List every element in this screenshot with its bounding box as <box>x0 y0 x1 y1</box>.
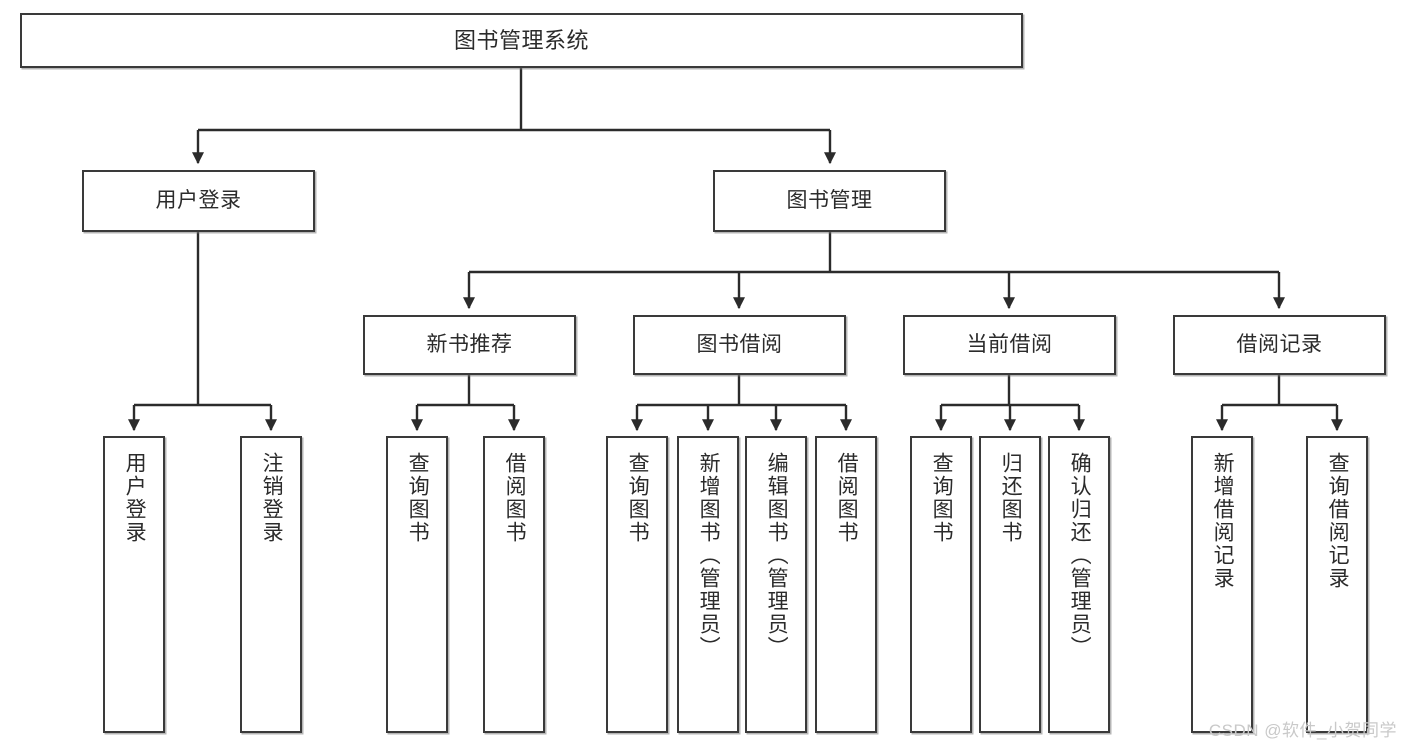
node-book-borrow[interactable]: 图书借阅 <box>633 315 846 375</box>
node-label: 归还图书 <box>999 452 1023 544</box>
watermark-text: CSDN @软件_小贺同学 <box>1208 721 1397 740</box>
leaf-borrow-add-book[interactable]: 新增图书（管理员） <box>677 436 739 733</box>
leaf-borrow-borrow-book[interactable]: 借阅图书 <box>815 436 877 733</box>
node-label: 查询图书 <box>406 452 430 544</box>
leaf-borrow-edit-book[interactable]: 编辑图书（管理员） <box>745 436 807 733</box>
node-new-book-recommend[interactable]: 新书推荐 <box>363 315 576 375</box>
node-label: 图书管理系统 <box>453 27 589 53</box>
node-label: 查询图书 <box>626 452 650 544</box>
node-label: 图书管理 <box>786 188 873 212</box>
leaf-current-query-book[interactable]: 查询图书 <box>910 436 972 733</box>
node-label: 新增借阅记录 <box>1211 452 1235 590</box>
leaf-user-login-logout[interactable]: 注销登录 <box>240 436 302 733</box>
node-label: 确认归还（管理员） <box>1068 452 1092 659</box>
node-label: 借阅记录 <box>1236 332 1323 356</box>
leaf-new-book-query[interactable]: 查询图书 <box>386 436 448 733</box>
leaf-record-add[interactable]: 新增借阅记录 <box>1191 436 1253 733</box>
node-borrow-record[interactable]: 借阅记录 <box>1173 315 1386 375</box>
node-label: 用户登录 <box>155 188 242 212</box>
node-label: 新增图书（管理员） <box>697 452 721 659</box>
node-label: 图书借阅 <box>696 332 783 356</box>
node-current-borrow[interactable]: 当前借阅 <box>903 315 1116 375</box>
node-label: 新书推荐 <box>426 332 513 356</box>
node-root-system[interactable]: 图书管理系统 <box>20 13 1023 68</box>
node-label: 查询借阅记录 <box>1326 452 1350 590</box>
leaf-user-login-login[interactable]: 用户登录 <box>103 436 165 733</box>
leaf-record-query[interactable]: 查询借阅记录 <box>1306 436 1368 733</box>
node-label: 当前借阅 <box>966 332 1053 356</box>
node-label: 查询图书 <box>930 452 954 544</box>
node-label: 借阅图书 <box>835 452 859 544</box>
node-user-login[interactable]: 用户登录 <box>82 170 315 232</box>
node-label: 借阅图书 <box>503 452 527 544</box>
leaf-current-return-book[interactable]: 归还图书 <box>979 436 1041 733</box>
leaf-new-book-borrow[interactable]: 借阅图书 <box>483 436 545 733</box>
node-label: 注销登录 <box>260 452 284 544</box>
node-label: 编辑图书（管理员） <box>765 452 789 659</box>
node-label: 用户登录 <box>123 452 147 544</box>
leaf-current-confirm-return[interactable]: 确认归还（管理员） <box>1048 436 1110 733</box>
leaf-borrow-query-book[interactable]: 查询图书 <box>606 436 668 733</box>
node-book-management[interactable]: 图书管理 <box>713 170 946 232</box>
